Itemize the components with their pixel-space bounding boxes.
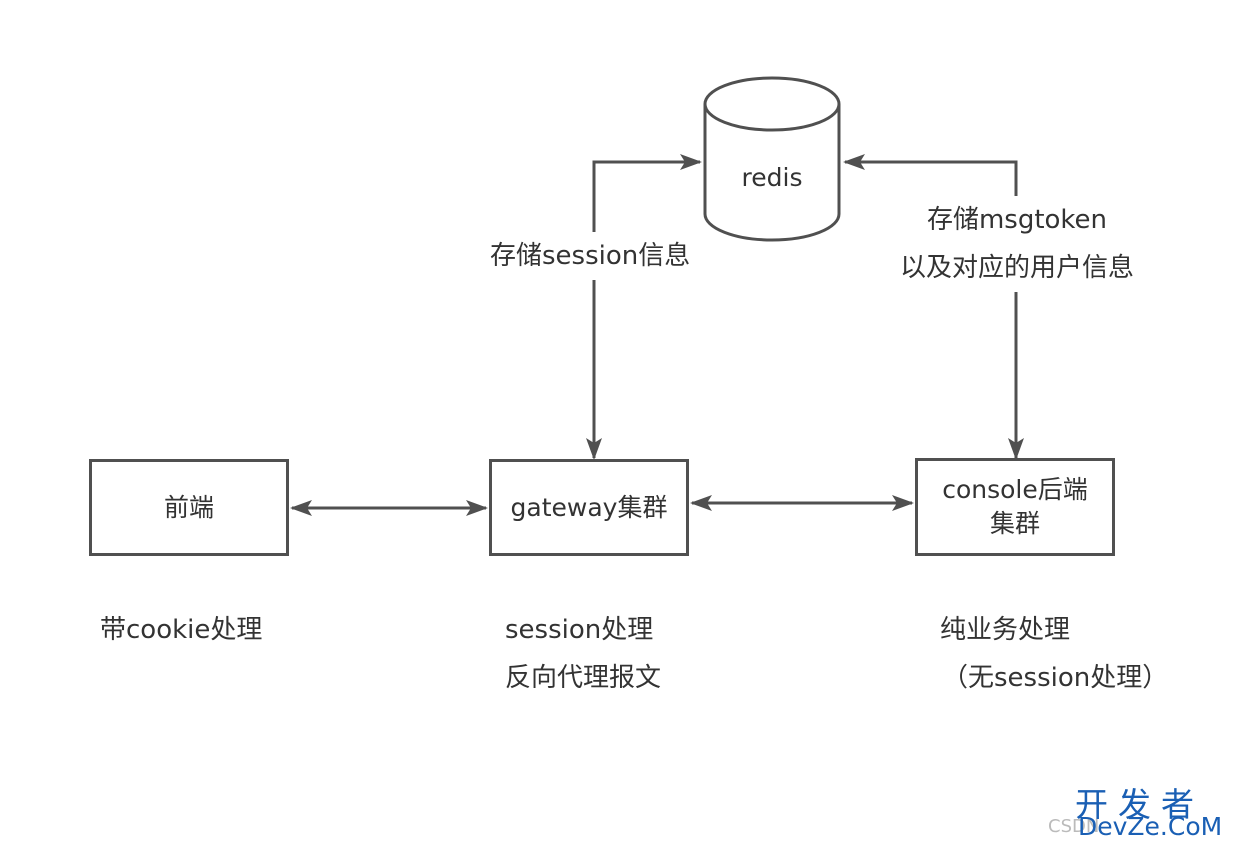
console-box: console后端 集群: [915, 458, 1115, 556]
redis-label: redis: [741, 163, 803, 192]
console-label-1: console后端: [942, 475, 1088, 504]
frontend-note: 带cookie处理: [100, 606, 263, 654]
console-note-2: （无session处理）: [942, 654, 1169, 702]
redis-cylinder: [703, 76, 841, 242]
watermark-cn: 开发者: [1075, 785, 1204, 824]
watermark-en: DevZe.CoM: [1078, 812, 1223, 841]
arrow-gateway-redis: [586, 154, 702, 460]
console-note-1: 纯业务处理: [940, 606, 1071, 654]
frontend-box: 前端: [89, 459, 289, 556]
console-label-2: 集群: [989, 509, 1040, 538]
gateway-box: gateway集群: [489, 459, 689, 556]
edge-label-console-redis-1: 存储msgtoken: [892, 196, 1142, 244]
gateway-note-2: 反向代理报文: [505, 654, 662, 702]
frontend-label: 前端: [163, 492, 214, 522]
gateway-label: gateway集群: [510, 492, 668, 522]
arrow-console-redis: [843, 154, 1024, 460]
edge-label-console-redis-2: 以及对应的用户信息: [892, 244, 1142, 292]
gateway-note-1: session处理: [505, 606, 654, 654]
csdn-watermark: CSDN: [1048, 816, 1100, 837]
edge-label-gateway-redis: 存储session信息: [490, 232, 691, 280]
